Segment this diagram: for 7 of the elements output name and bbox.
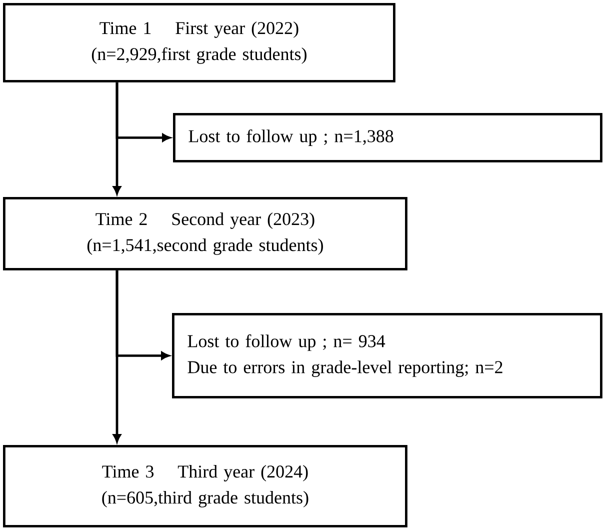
time-point-box: Time 3 Third year (2024) (n=605,third grade students) <box>3 445 408 528</box>
exclusion-box: Lost to follow up ; n=1,388 <box>173 113 602 162</box>
exclusion-box: Lost to follow up ; n= 934 Due to errors in grade-level reporting; n=2 <box>172 313 602 398</box>
arrow <box>116 82 170 142</box>
time-point-box: Time 1 First year (2022) (n=2,929,first grade students) <box>3 3 396 82</box>
arrow <box>116 270 170 360</box>
time-point-box: Time 2 Second year (2023) (n=1,541,second grade students) <box>3 197 408 270</box>
